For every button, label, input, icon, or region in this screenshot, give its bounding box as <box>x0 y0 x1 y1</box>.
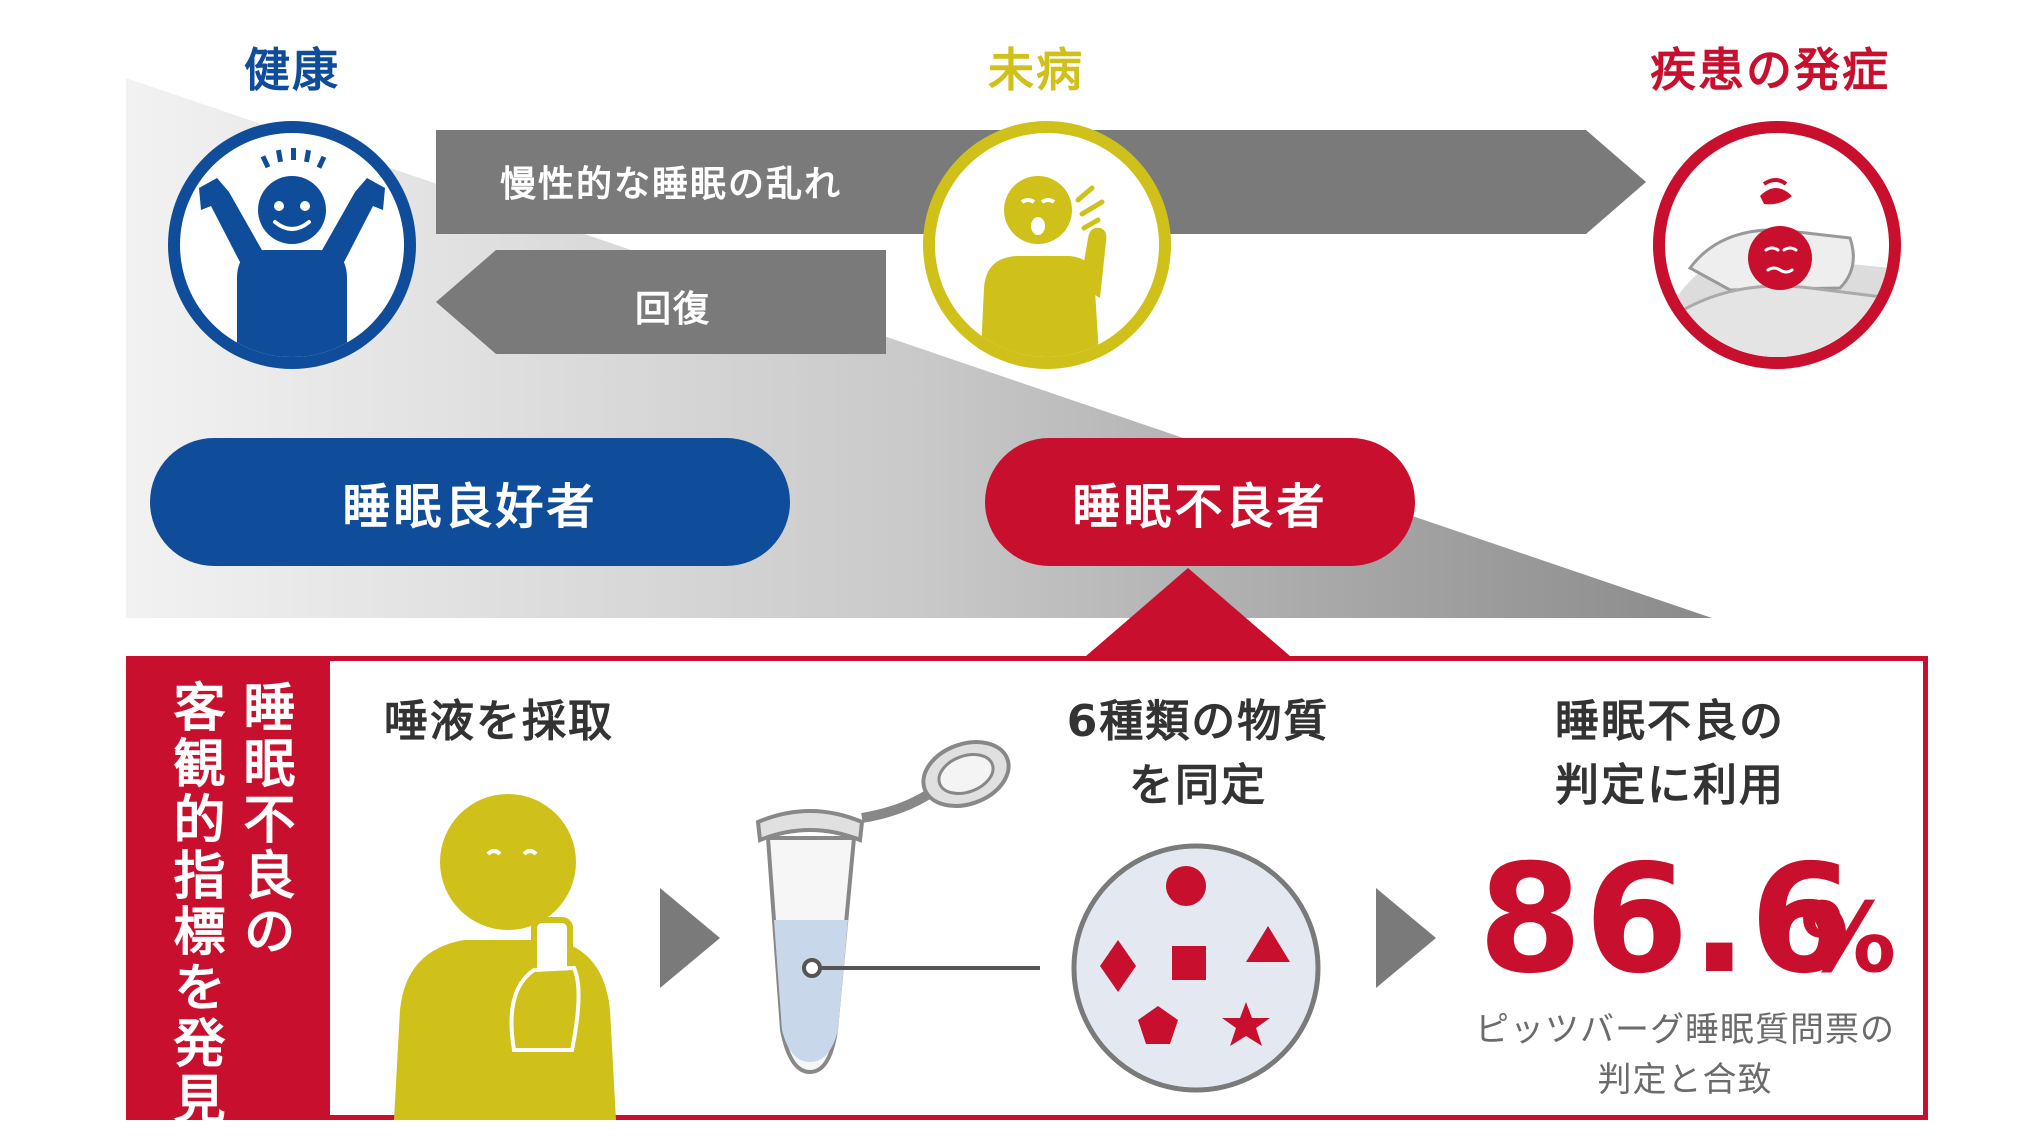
accuracy-unit: % <box>1800 882 1897 994</box>
pointer-triangle <box>1086 568 1290 656</box>
poor-sleeper-pill: 睡眠不良者 <box>985 438 1415 566</box>
chronic-disturbance-label: 慢性的な睡眠の乱れ <box>500 164 843 205</box>
step-identify-line2: を同定 <box>1129 760 1267 811</box>
stage-onset-label: 疾患の発症 <box>1650 43 1890 97</box>
step-identify-line1: 6種類の物質 <box>1066 696 1330 747</box>
stage-health-label: 健康 <box>244 43 340 97</box>
recovery-label: 回復 <box>635 289 712 330</box>
pittsburgh-note-line2: 判定と合致 <box>1597 1060 1773 1100</box>
stage-mibyo-label: 未病 <box>988 43 1084 97</box>
pittsburgh-note-line1: ピッツバーグ睡眠質問票の <box>1475 1010 1895 1050</box>
saliva-collecting-person-icon <box>394 794 616 1120</box>
process-arrow-1-icon <box>660 888 720 988</box>
accuracy-value: 86.6 <box>1478 833 1857 1007</box>
poor-sleeper-label: 睡眠不良者 <box>1072 479 1328 535</box>
test-tube-icon <box>755 740 1040 1075</box>
step-judge-line1: 睡眠不良の <box>1555 696 1785 747</box>
recovery-arrow <box>436 250 886 354</box>
six-substances-icon <box>1071 843 1321 1093</box>
mibyo-person-icon <box>923 121 1171 369</box>
good-sleeper-label: 睡眠良好者 <box>342 479 598 535</box>
process-arrow-2-icon <box>1376 888 1436 988</box>
panel-side-title-line2: 客観的指標を発見 <box>164 680 224 1128</box>
step-collect-saliva: 唾液を採取 <box>384 696 614 747</box>
sick-person-icon <box>1653 121 1901 369</box>
healthy-person-icon <box>168 121 416 369</box>
panel-side-bar <box>126 656 330 1120</box>
step-judge-line2: 判定に利用 <box>1555 760 1785 811</box>
panel-side-title-line1: 睡眠不良の <box>234 680 294 960</box>
good-sleeper-pill: 睡眠良好者 <box>150 438 790 566</box>
